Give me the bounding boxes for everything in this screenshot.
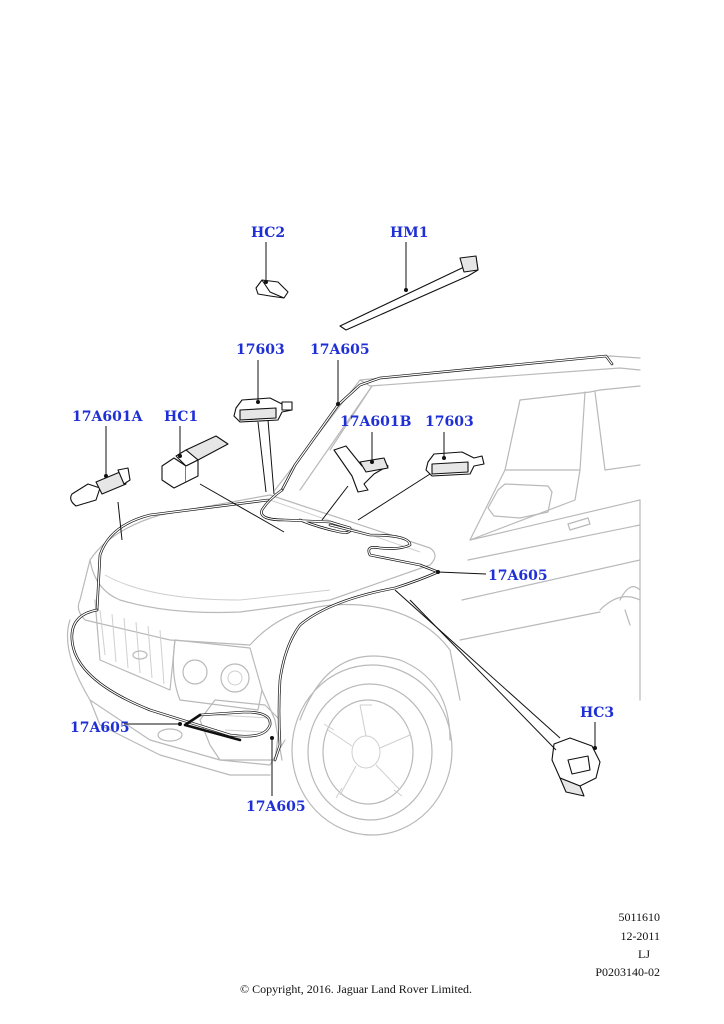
- callout-17603-a[interactable]: 17603: [236, 342, 285, 358]
- illustration-id: P0203140-02: [595, 965, 660, 979]
- callout-17a601b[interactable]: 17A601B: [340, 414, 412, 430]
- callout-hc2[interactable]: HC2: [251, 225, 286, 241]
- bracket-hc1-part: [161, 435, 229, 489]
- callout-17a605-top[interactable]: 17A605: [310, 342, 370, 358]
- washer-jet-17603-b-part: [425, 451, 485, 477]
- callout-hc1[interactable]: HC1: [164, 409, 199, 425]
- clip-hc2-part: [255, 279, 289, 299]
- washer-hose-routing: [70, 354, 614, 762]
- connector-hc3-part: [551, 737, 601, 797]
- callout-hc3[interactable]: HC3: [580, 705, 615, 721]
- callout-hm1[interactable]: HM1: [390, 225, 429, 241]
- copyright-notice: © Copyright, 2016. Jaguar Land Rover Lim…: [239, 982, 473, 996]
- callout-17a605-bottom[interactable]: 17A605: [246, 799, 306, 815]
- reference-date: 12-2011: [620, 929, 660, 943]
- callout-17603-b[interactable]: 17603: [425, 414, 474, 430]
- washer-jet-17603-a-part: [233, 397, 293, 423]
- cable-tie-hm1-part: [339, 255, 479, 331]
- callout-17a605-right[interactable]: 17A605: [488, 568, 548, 584]
- reference-code: LJ: [638, 947, 650, 961]
- leader-lines: [104, 242, 597, 796]
- callout-17a601a[interactable]: 17A601A: [72, 409, 143, 425]
- vehicle-outline: [67, 355, 641, 836]
- reference-number: 5011610: [618, 910, 660, 924]
- callout-17a605-left[interactable]: 17A605: [70, 720, 130, 736]
- y-piece-17a601b-part: [333, 445, 389, 493]
- connector-17a601a-part: [70, 467, 131, 507]
